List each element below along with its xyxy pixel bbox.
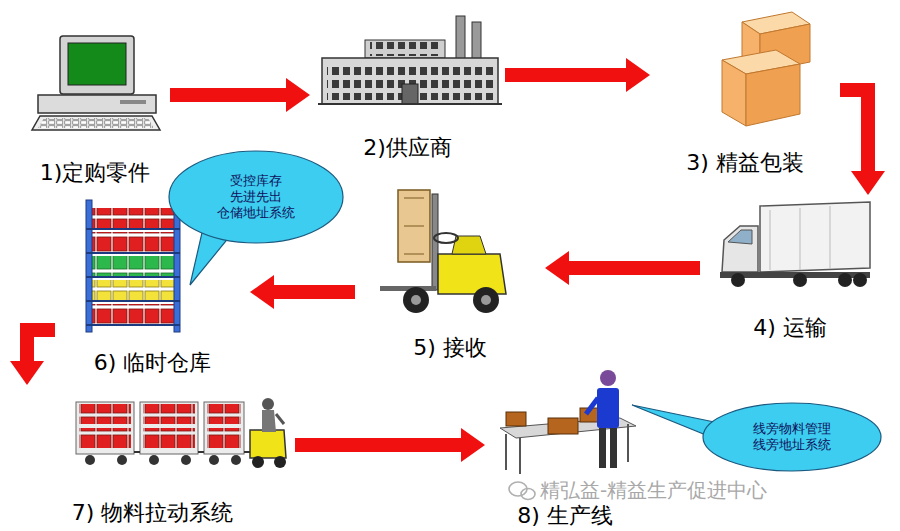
arrow-head: [250, 275, 274, 309]
flow-arrow: [840, 90, 885, 195]
arrow-shaft: [840, 90, 868, 171]
arrow-shaft: [274, 285, 355, 299]
arrow-shaft: [170, 88, 286, 102]
truck-icon: [720, 202, 870, 287]
callout-text: 线旁物料管理: [753, 421, 831, 437]
process-step: 5) 接收: [355, 185, 545, 360]
arrow-shaft: [569, 261, 700, 275]
callout-bubble: 线旁物料管理线旁地址系统: [702, 402, 882, 472]
arrow-shaft: [505, 68, 626, 82]
watermark-text: 精弘益-精益生产促进中心: [540, 479, 767, 501]
process-step: 3) 精益包装: [650, 8, 840, 175]
step-label: 8) 生产线: [517, 504, 613, 528]
step-label: 7) 物料拉动系统: [72, 501, 234, 525]
callout-text: 先进先出: [230, 189, 282, 205]
step-label: 1)定购零件: [40, 161, 151, 185]
arrow-head: [626, 58, 650, 92]
bubble-ellipse: [169, 151, 343, 243]
flow-arrow: [170, 78, 310, 112]
step-label: 3) 精益包装: [686, 151, 804, 175]
callout-bubble: 受控库存先进先出仓储地址系统: [168, 150, 344, 244]
process-step: 8) 生产线: [485, 360, 645, 528]
callout-text: 线旁地址系统: [753, 437, 831, 453]
production-line-icon: [500, 370, 636, 474]
factory-icon: [318, 16, 502, 104]
storage-rack-icon: [86, 200, 180, 332]
step-label: 4) 运输: [753, 316, 827, 340]
watermark-icon: [509, 482, 535, 500]
arrow-head: [545, 251, 569, 285]
bubble-text-box: 线旁物料管理线旁地址系统: [702, 402, 882, 472]
flow-arrow: [545, 251, 700, 285]
flow-arrow: [250, 275, 355, 309]
bubble-text-box: 受控库存先进先出仓储地址系统: [168, 150, 344, 244]
process-step: 2)供应商: [310, 10, 505, 160]
computer-icon: [32, 36, 160, 130]
callout-text: 受控库存: [230, 173, 282, 189]
bubble-ellipse: [703, 403, 881, 471]
flow-arrow: [295, 428, 485, 462]
arrow-shaft: [27, 330, 55, 361]
process-step: 4) 运输: [700, 195, 880, 340]
forklift-icon: [380, 190, 506, 313]
lean-package-icon: [722, 12, 810, 126]
tugger-train-icon: [76, 398, 286, 468]
flow-arrow: [505, 58, 650, 92]
process-step: 7) 物料拉动系统: [10, 385, 295, 525]
arrow-head: [10, 361, 44, 385]
step-label: 6) 临时仓库: [94, 351, 212, 375]
step-label: 2)供应商: [363, 136, 452, 160]
arrow-head: [461, 428, 485, 462]
flow-arrow: [10, 330, 55, 385]
arrow-shaft: [295, 438, 461, 452]
callout-text: 仓储地址系统: [217, 205, 295, 221]
process-step: 1)定购零件: [20, 30, 170, 185]
arrow-head: [286, 78, 310, 112]
step-label: 5) 接收: [413, 336, 487, 360]
arrow-head: [851, 171, 885, 195]
